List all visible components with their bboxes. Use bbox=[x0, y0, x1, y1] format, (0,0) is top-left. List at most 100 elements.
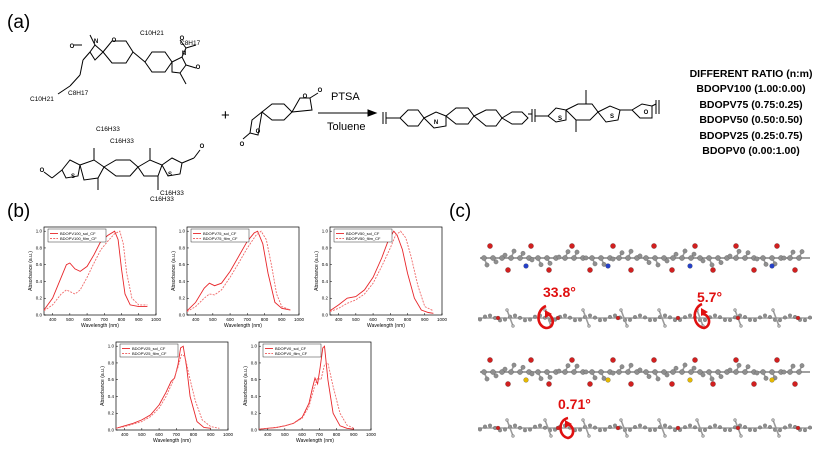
atom bbox=[683, 315, 687, 320]
atom bbox=[513, 313, 517, 318]
atom bbox=[733, 369, 739, 375]
atom bbox=[670, 255, 676, 261]
x-tick-label: 700 bbox=[387, 317, 395, 322]
atom bbox=[533, 314, 537, 319]
atom bbox=[799, 249, 805, 254]
plot-frame bbox=[186, 226, 300, 316]
atom bbox=[735, 425, 741, 431]
atom bbox=[571, 369, 577, 375]
svg-text:O: O bbox=[318, 88, 323, 94]
atom bbox=[562, 369, 568, 375]
series-line-sol bbox=[258, 345, 354, 430]
y-tick-label: 1.0 bbox=[179, 229, 186, 234]
y-axis-label: Absorbance (a.u.) bbox=[100, 366, 106, 406]
atom bbox=[535, 255, 541, 261]
atom bbox=[598, 255, 604, 261]
atom bbox=[511, 362, 517, 368]
atom bbox=[727, 253, 733, 259]
y-tick-label: 0.2 bbox=[108, 411, 115, 416]
series-line-film bbox=[43, 230, 148, 312]
atom bbox=[546, 267, 552, 273]
atom bbox=[603, 427, 607, 432]
atom bbox=[555, 315, 561, 321]
svg-text:S: S bbox=[610, 114, 614, 120]
atom bbox=[687, 377, 693, 383]
x-tick-label: 500 bbox=[138, 432, 146, 437]
atom bbox=[637, 253, 643, 259]
atom bbox=[598, 428, 602, 433]
atom bbox=[523, 428, 527, 433]
atom bbox=[683, 425, 687, 430]
atom bbox=[803, 428, 807, 433]
atom bbox=[508, 255, 514, 261]
atom bbox=[706, 255, 712, 261]
atom bbox=[593, 315, 597, 320]
y-axis-label: Absorbance (a.u.) bbox=[171, 251, 177, 291]
svg-text:O: O bbox=[40, 168, 45, 174]
atom bbox=[736, 362, 742, 368]
y-axis-label: Absorbance (a.u.) bbox=[243, 366, 249, 406]
x-tick-label: 700 bbox=[316, 432, 324, 437]
atom bbox=[673, 428, 677, 433]
ratio-header: DIFFERENT RATIO (n:m) bbox=[689, 68, 813, 80]
y-tick-label: 0.8 bbox=[179, 245, 186, 250]
y-tick-label: 0.2 bbox=[179, 296, 186, 301]
legend-box bbox=[262, 343, 322, 358]
x-tick-label: 800 bbox=[118, 317, 126, 322]
atom bbox=[503, 427, 507, 432]
atom bbox=[803, 318, 807, 323]
atom bbox=[625, 434, 629, 438]
atom bbox=[493, 259, 499, 265]
atom bbox=[663, 434, 667, 438]
atom bbox=[569, 357, 575, 363]
atom bbox=[688, 255, 694, 261]
atom bbox=[792, 381, 798, 387]
ratio-item: BDOPV0 (0.00:1.00) bbox=[702, 145, 800, 158]
atom bbox=[733, 308, 737, 312]
reaction-scheme: O N O N O O S S O O O O O O N S S O bbox=[40, 34, 660, 190]
atom bbox=[528, 427, 532, 432]
monomer-isatin-drawing bbox=[57, 34, 197, 95]
atom bbox=[754, 370, 760, 376]
x-tick-label: 400 bbox=[335, 317, 343, 322]
atom bbox=[633, 315, 637, 319]
atom bbox=[787, 369, 793, 375]
atom bbox=[748, 427, 752, 432]
atom bbox=[664, 258, 670, 264]
atom bbox=[673, 365, 679, 371]
atom bbox=[673, 251, 679, 257]
atom bbox=[663, 423, 667, 428]
atom bbox=[769, 377, 775, 383]
rotation-arrow-1 bbox=[537, 304, 555, 330]
legend-box bbox=[47, 228, 107, 243]
atom bbox=[783, 315, 787, 320]
y-tick-label: 1.0 bbox=[36, 229, 43, 234]
atom bbox=[651, 243, 657, 249]
atom bbox=[528, 357, 534, 363]
atom bbox=[588, 313, 592, 318]
atom bbox=[742, 369, 748, 375]
reaction-arrow-head bbox=[367, 109, 378, 117]
atom bbox=[668, 425, 672, 430]
atom bbox=[723, 318, 727, 322]
atom bbox=[728, 318, 732, 323]
atom bbox=[610, 243, 616, 249]
atom bbox=[583, 369, 589, 375]
x-tick-label: 700 bbox=[244, 317, 252, 322]
y-tick-label: 0.0 bbox=[36, 313, 43, 318]
series-line-film bbox=[186, 230, 291, 312]
y-tick-label: 0.4 bbox=[322, 279, 329, 284]
legend-label: BDOPV75_sol_CF bbox=[203, 231, 237, 236]
atom bbox=[625, 255, 631, 261]
legend-label: BDOPV50_sol_CF bbox=[346, 231, 380, 236]
atom bbox=[648, 318, 652, 323]
atom bbox=[653, 317, 657, 322]
x-tick-label: 1000 bbox=[366, 432, 377, 437]
atom bbox=[568, 315, 572, 320]
substituent-label: C16H33 bbox=[150, 196, 174, 203]
atom bbox=[592, 375, 598, 381]
atom bbox=[788, 423, 792, 428]
monomer-lactone-drawing bbox=[242, 92, 319, 140]
atom bbox=[663, 324, 667, 328]
